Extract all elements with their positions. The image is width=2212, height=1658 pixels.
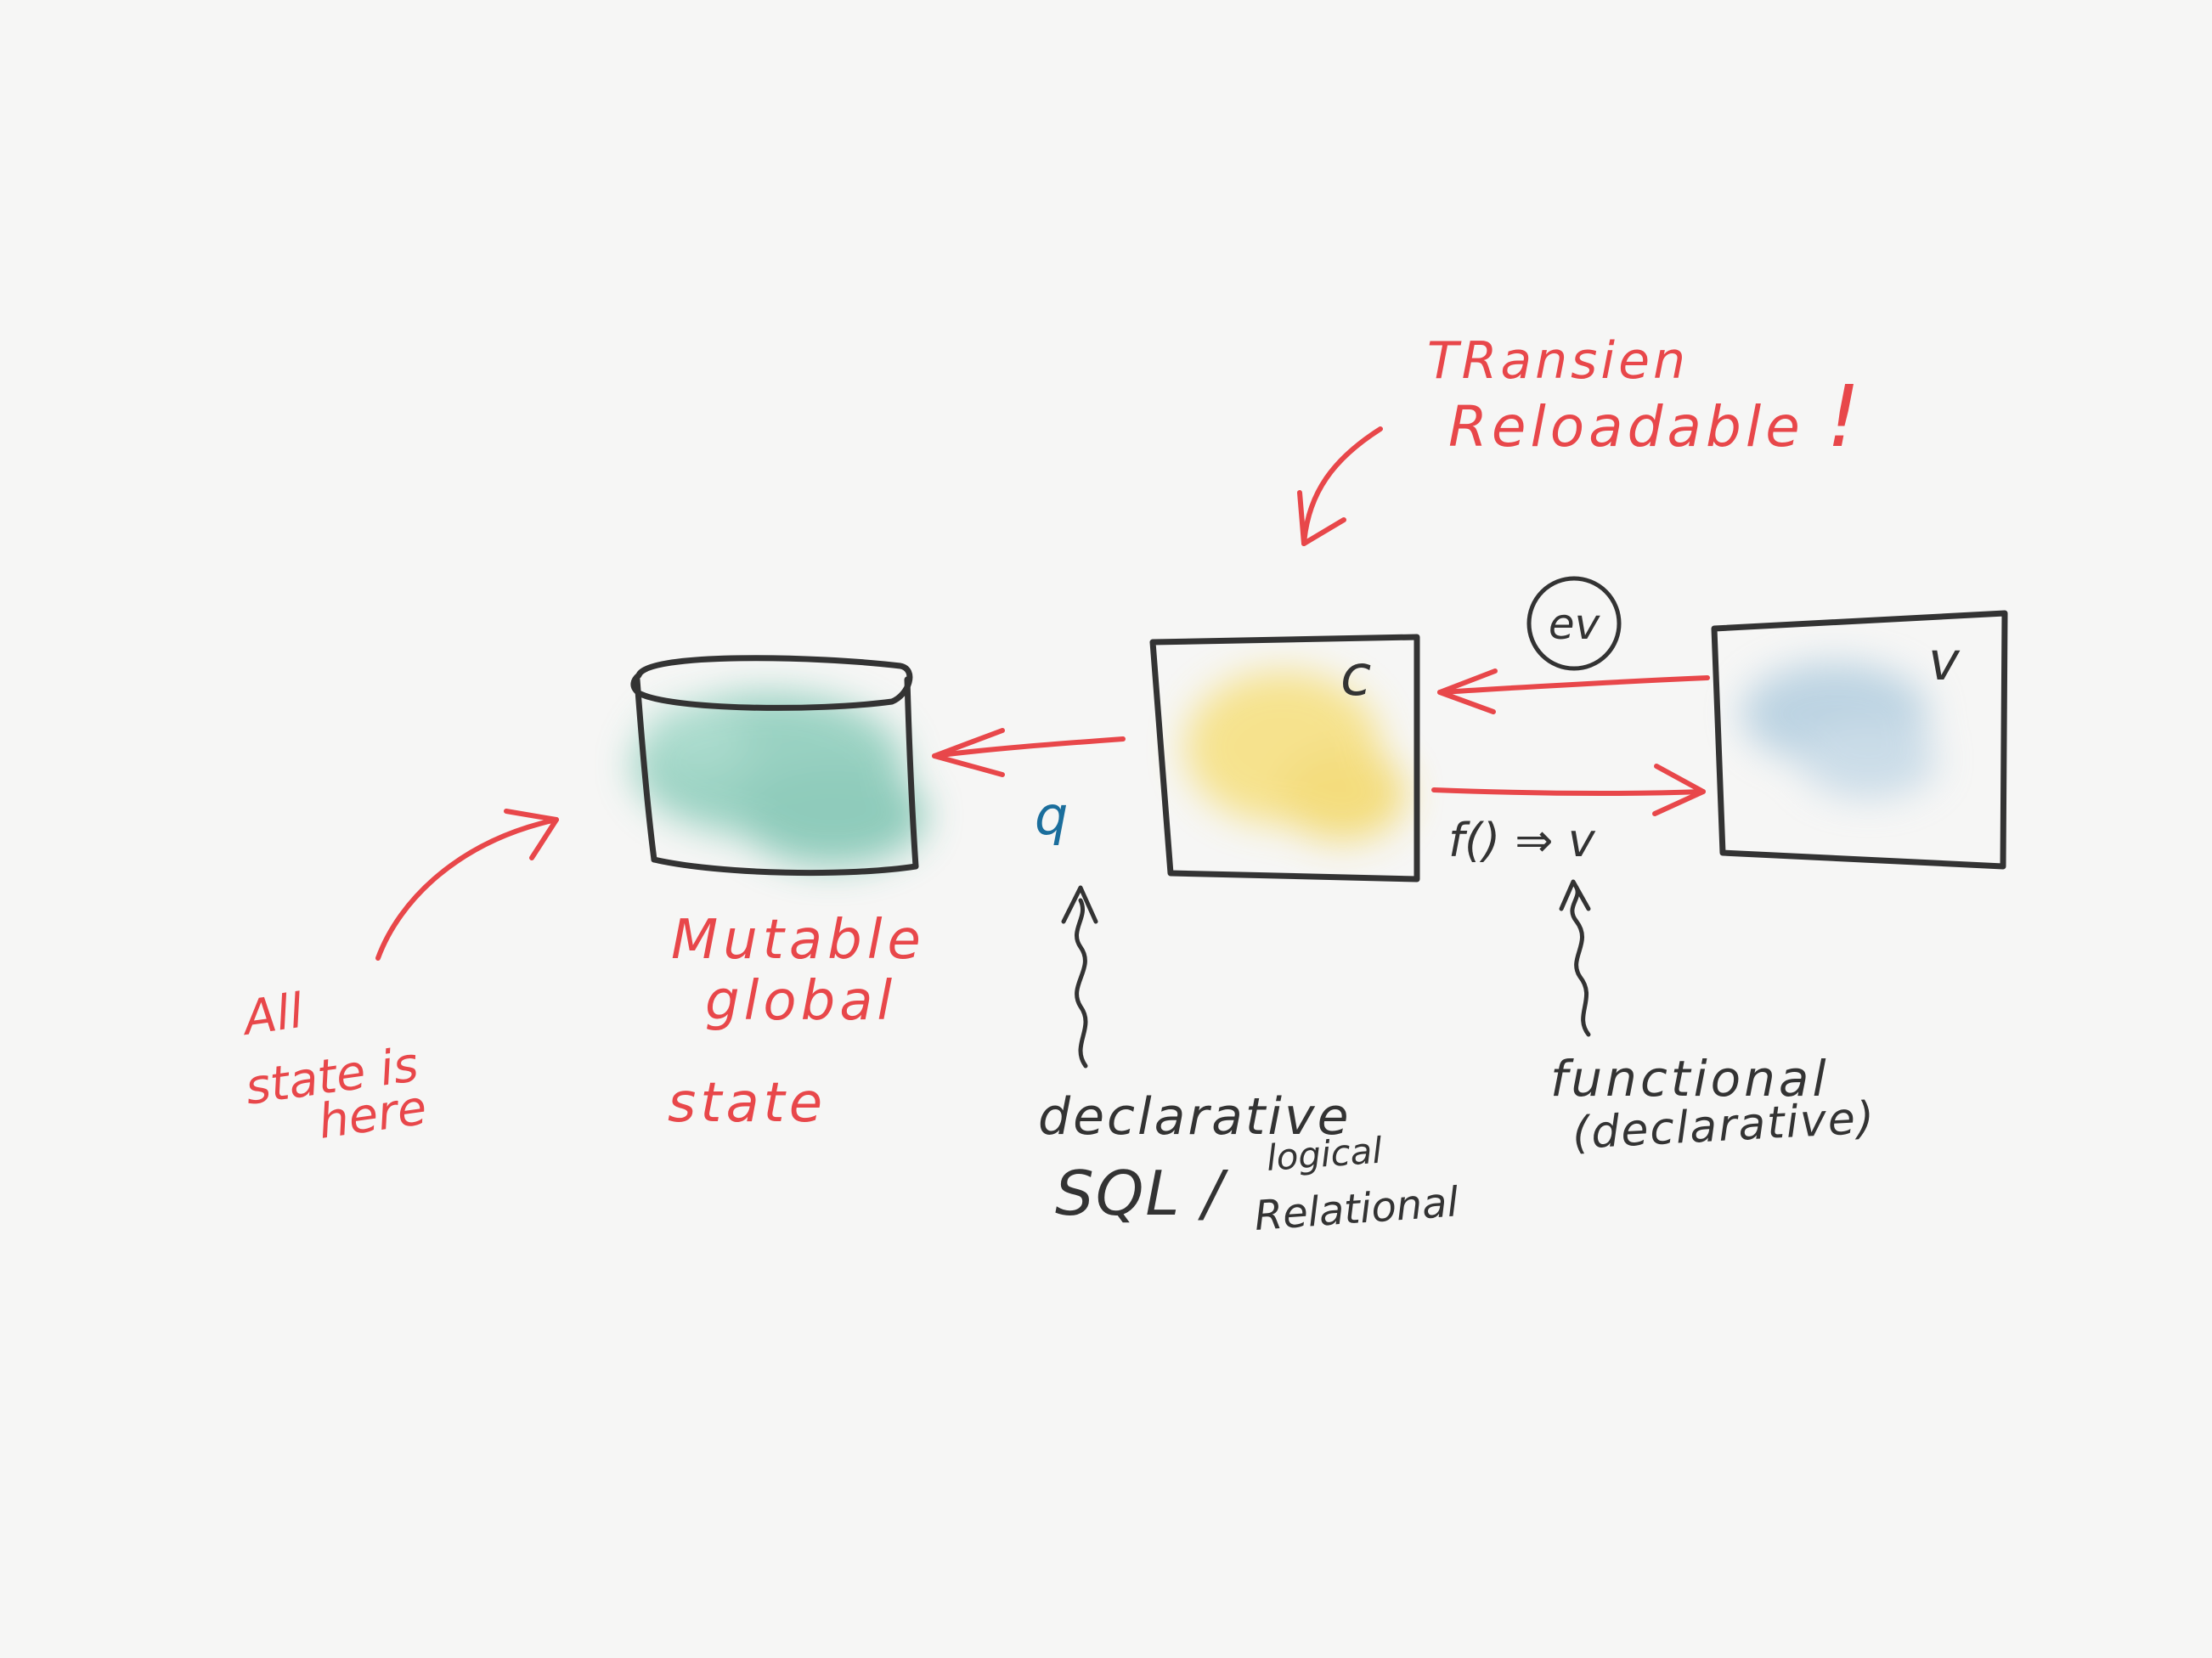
store-caption-line1: Mutable [671,909,926,972]
controller-fill [1185,671,1406,841]
global-state-store [630,655,926,877]
query-caption-line3: logical [1265,1130,1384,1179]
query-arrow: q [932,728,1126,847]
transient-pointer-arrow [1301,426,1383,546]
transient-bang: ! [1826,367,1860,466]
store-caption: Mutable global state [668,909,926,1135]
event-bubble [1526,576,1622,671]
transient-annotation: TRansien Reloadable ! [1297,331,1860,546]
store-right-side [904,676,919,870]
query-caption-line4: Relational [1253,1178,1460,1240]
render-arrow: f() ⇒ v [1431,764,1706,867]
store-caption-line2: global [705,970,896,1033]
store-caption-line3: state [668,1072,827,1135]
query-caption-line2: SQL / [1055,1158,1228,1229]
event-arrow: ev [1437,576,1710,714]
query-caption-line1: declarative [1038,1087,1351,1147]
state-note-line1: All [238,984,307,1047]
state-note: All state is here [238,809,559,1150]
view-fill [1741,663,1937,798]
view-label: v [1928,630,1961,692]
controller-label: c [1340,643,1371,708]
render-caption-line1: functional [1550,1050,1830,1108]
store-bottom [651,856,919,877]
store-fill [633,692,926,866]
query-label: q [1035,785,1068,847]
view-box: v [1711,610,2008,870]
event-label: ev [1549,600,1601,649]
render-squiggle [1570,885,1591,1037]
controller-outline [1149,634,1420,883]
view-outline [1711,610,2008,870]
controller-box: c [1149,634,1420,883]
store-left-side [634,676,657,863]
render-caption: functional (declarative) [1550,879,1877,1159]
transient-line1: TRansien [1427,331,1689,391]
query-caption: declarative SQL / logical Relational [1038,885,1460,1240]
transient-line2: Reloadable [1448,394,1804,460]
state-note-arrow [375,817,559,961]
render-label: f() ⇒ v [1448,814,1596,867]
query-squiggle [1075,898,1088,1069]
